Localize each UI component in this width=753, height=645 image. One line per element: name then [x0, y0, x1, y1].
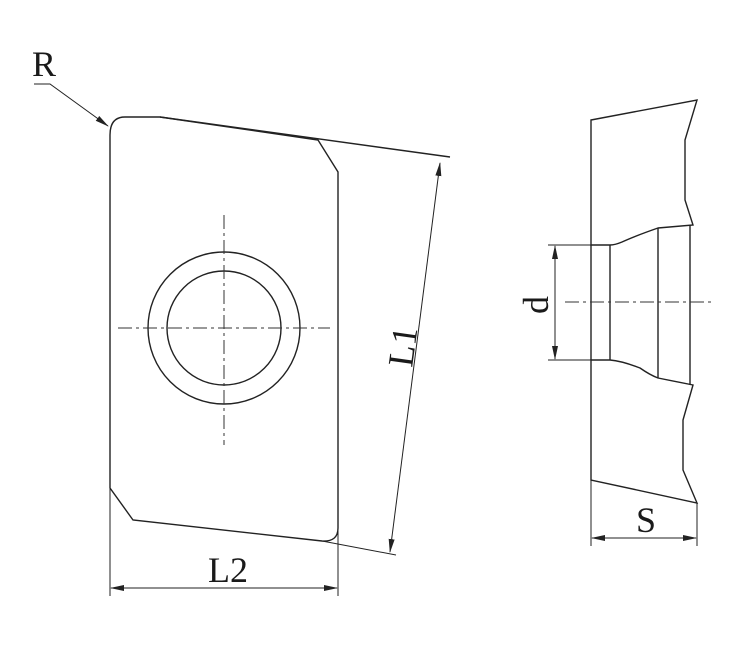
section-hatch-bottom [590, 359, 699, 504]
d-label: d [516, 296, 556, 314]
l1-extension-bottom [321, 540, 397, 556]
l2-label: L2 [208, 550, 248, 590]
s-label: S [636, 500, 656, 540]
r-leader-line [34, 83, 109, 127]
insert-section-view: d S [516, 99, 712, 546]
l1-label: L1 [380, 324, 425, 369]
section-hatch-top [590, 99, 699, 246]
l1-extension-top [159, 116, 451, 158]
r-label: R [32, 44, 56, 84]
insert-top-view: L1 L2 R [32, 44, 451, 596]
l1-dimension-line [388, 162, 442, 553]
insert-outline [109, 116, 339, 542]
